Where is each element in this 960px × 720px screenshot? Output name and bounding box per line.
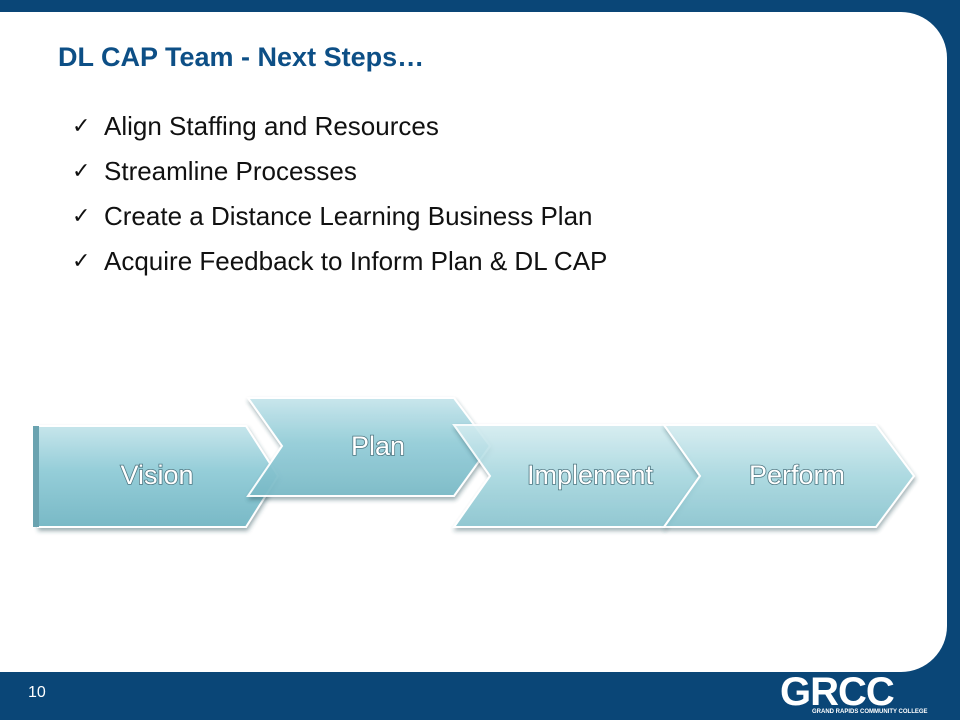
grcc-logo: GRCC GRAND RAPIDS COMMUNITY COLLEGE xyxy=(776,670,946,718)
bullet-text: Align Staffing and Resources xyxy=(104,111,439,141)
bullet-text: Create a Distance Learning Business Plan xyxy=(104,201,593,231)
chevron-implement: Implement xyxy=(452,424,702,528)
chevron-label-implement: Implement xyxy=(527,460,654,490)
chevron-plan: Plan xyxy=(246,397,492,497)
checkmark-icon: ✓ xyxy=(72,204,91,229)
chevron-label-perform: Perform xyxy=(749,460,845,490)
bullet-item: ✓ Streamline Processes xyxy=(72,149,607,194)
bullet-list: ✓ Align Staffing and Resources ✓ Streaml… xyxy=(72,104,607,284)
slide-content-area xyxy=(0,12,947,672)
logo-subtitle: GRAND RAPIDS COMMUNITY COLLEGE xyxy=(812,709,928,715)
chevron-label-vision: Vision xyxy=(120,460,193,490)
chevron-vision: Vision xyxy=(33,425,280,528)
slide-title: DL CAP Team - Next Steps… xyxy=(58,42,425,72)
logo-text: GRCC xyxy=(780,670,895,714)
page-number: 10 xyxy=(28,684,46,701)
bullet-item: ✓ Create a Distance Learning Business Pl… xyxy=(72,194,607,239)
bullet-text: Streamline Processes xyxy=(104,156,357,186)
chevron-perform: Perform xyxy=(662,424,916,528)
checkmark-icon: ✓ xyxy=(72,159,91,184)
bullet-text: Acquire Feedback to Inform Plan & DL CAP xyxy=(104,246,608,276)
checkmark-icon: ✓ xyxy=(72,114,91,139)
chevron-label-plan: Plan xyxy=(351,431,405,461)
bullet-item: ✓ Align Staffing and Resources xyxy=(72,104,607,149)
checkmark-icon: ✓ xyxy=(72,249,91,274)
bullet-item: ✓ Acquire Feedback to Inform Plan & DL C… xyxy=(72,239,607,284)
